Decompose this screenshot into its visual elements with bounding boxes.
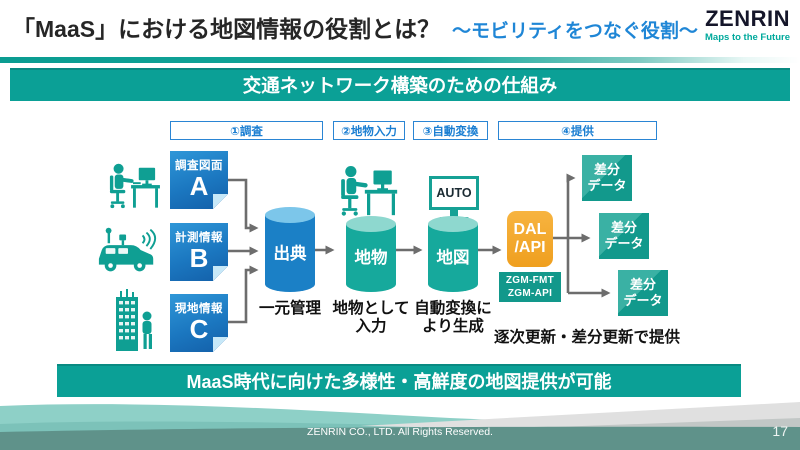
map-db-caption: 自動変換に より生成 xyxy=(393,300,513,336)
zgm-api-label: ZGM-API xyxy=(507,288,553,299)
zenrin-logo-tagline: Maps to the Future xyxy=(705,32,790,43)
dal-api-box: DAL /API xyxy=(507,211,553,267)
feature-database-label: 地物 xyxy=(354,248,388,267)
zgm-fmt-label: ZGM-FMT xyxy=(505,274,555,286)
footer: ZENRIN CO., LTD. All Rights Reserved. 17 xyxy=(0,400,800,450)
source-database-label: 出典 xyxy=(273,244,307,263)
source-card-b-letter: B xyxy=(189,243,209,273)
diff-data-3-line2: データ xyxy=(623,293,663,308)
folded-corner xyxy=(213,266,228,281)
step-1-survey: ①調査 xyxy=(170,121,323,140)
map-database-cylinder: 地図 xyxy=(428,216,478,292)
source-card-c-letter: C xyxy=(189,314,209,344)
folded-corner xyxy=(213,337,228,352)
source-card-a-title: 調査図面 xyxy=(175,160,223,172)
feature-db-caption-line1: 地物として xyxy=(332,300,410,317)
source-card-c: 現地情報 C xyxy=(170,294,228,352)
feature-db-caption-line2: 入力 xyxy=(355,317,387,335)
diff-data-box-2: 差分 データ xyxy=(599,213,649,259)
copyright-text: ZENRIN CO., LTD. All Rights Reserved. xyxy=(307,426,493,438)
outputs-caption: 逐次更新・差分更新で提供 xyxy=(494,329,681,346)
building-survey-icon xyxy=(114,288,156,352)
zgm-format-badge: ZGM-FMT ZGM-API xyxy=(499,272,561,302)
map-database-label: 地図 xyxy=(436,248,470,267)
diff-data-box-3: 差分 データ xyxy=(618,270,668,316)
step-4-provide: ④提供 xyxy=(498,121,657,140)
monitor-stand xyxy=(450,210,458,217)
desk-worker-icon xyxy=(104,162,162,212)
page-subtitle: ～モビリティをつなぐ役割～ xyxy=(452,21,698,42)
top-banner: 交通ネットワーク構築のための仕組み xyxy=(10,68,790,101)
auto-monitor-icon: AUTO xyxy=(429,176,479,221)
bottom-banner: MaaS時代に向けた多様性・高鮮度の地図提供が可能 xyxy=(57,364,741,397)
source-db-caption: 一元管理 xyxy=(258,300,321,317)
diff-data-2-line1: 差分 xyxy=(610,219,637,235)
diff-data-box-1: 差分 データ xyxy=(582,155,632,201)
feature-input-worker-icon xyxy=(334,164,400,220)
dal-api-line1: DAL xyxy=(513,220,547,238)
step-2-feature-input: ②地物入力 xyxy=(333,121,405,140)
diff-data-3-line1: 差分 xyxy=(629,276,656,292)
auto-monitor-label: AUTO xyxy=(429,176,479,210)
diff-data-2-line2: データ xyxy=(604,236,644,251)
source-card-a: 調査図面 A xyxy=(170,151,228,209)
zenrin-logo-text: ZENRIN xyxy=(705,6,790,31)
diff-data-1-line1: 差分 xyxy=(593,161,620,177)
feature-db-caption: 地物として 入力 xyxy=(311,300,431,336)
source-card-a-letter: A xyxy=(189,171,209,201)
footer-wave-graphic xyxy=(0,402,800,450)
source-database-cylinder: 出典 xyxy=(265,207,315,292)
map-db-caption-line2: より生成 xyxy=(422,317,484,335)
folded-corner xyxy=(213,194,228,209)
dal-api-line2: /API xyxy=(514,239,546,256)
source-card-b: 計測情報 B xyxy=(170,223,228,281)
diff-data-1-line2: データ xyxy=(587,178,627,193)
feature-database-cylinder: 地物 xyxy=(346,216,396,292)
source-card-c-title: 現地情報 xyxy=(175,303,223,315)
map-db-caption-line1: 自動変換に xyxy=(414,300,492,317)
survey-car-icon xyxy=(96,224,160,278)
teal-gradient-strip xyxy=(0,57,800,63)
zenrin-logo: ZENRIN Maps to the Future xyxy=(705,8,790,43)
page-title: 「MaaS」における地図情報の役割とは？ xyxy=(12,16,441,42)
source-card-b-title: 計測情報 xyxy=(175,232,223,244)
page-number: 17 xyxy=(772,423,788,439)
step-3-auto-convert: ③自動変換 xyxy=(413,121,488,140)
